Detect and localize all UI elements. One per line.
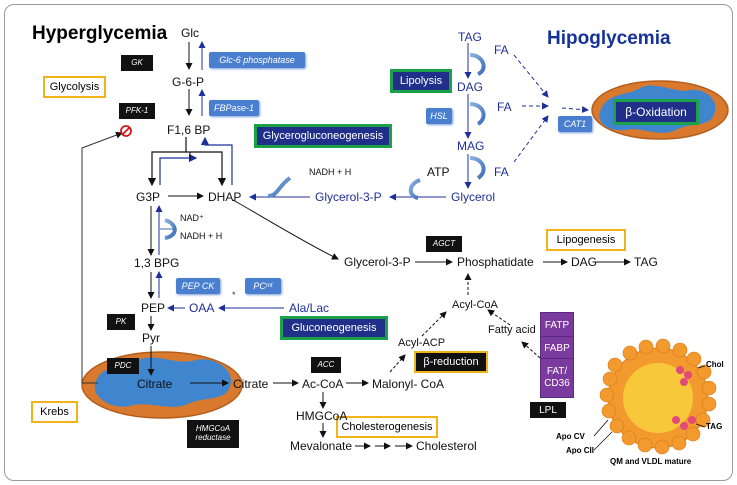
enzyme-pdc: PDC xyxy=(107,358,139,374)
metabolite-fa-3: FA xyxy=(494,165,509,179)
enzyme-agct: AGCT xyxy=(426,236,462,252)
metabolite-tag: TAG xyxy=(634,255,658,269)
enzyme-gk: GK xyxy=(121,55,153,71)
enzyme-pk: PK xyxy=(107,314,135,330)
hipoglycemia-title: Hipoglycemia xyxy=(547,28,671,49)
metabolite-mag: MAG xyxy=(457,139,485,153)
metabolite-citrate: Citrate xyxy=(233,377,269,391)
metabolite-tag-top: TAG xyxy=(458,30,482,44)
metabolite-phosphatidate: Phosphatidate xyxy=(457,255,534,269)
transporter-fat-cd36: FAT/ CD36 xyxy=(540,358,574,398)
gluconeogenesis-label: Gluconeogenesis xyxy=(280,316,388,340)
lipolysis-label: Lipolysis xyxy=(390,69,452,93)
metabolite-hmgcoa: HMGCoA xyxy=(296,409,348,423)
krebs-label: Krebs xyxy=(31,401,78,423)
metabolite-pep: PEP xyxy=(141,301,166,315)
metabolite-glycerol3p: Glycerol-3-P xyxy=(344,255,411,269)
enzyme-pep-ck: PEP CK xyxy=(176,278,220,294)
metabolite-nadh-2: NADH + H xyxy=(180,231,223,241)
transporter-fabp: FABP xyxy=(540,336,574,360)
metabolite-pyr: Pyr xyxy=(142,331,160,345)
metabolite-g3p: G3P xyxy=(136,190,161,204)
metabolite-g6p: G-6-P xyxy=(172,75,205,89)
glycolysis-label: Glycolysis xyxy=(43,76,106,98)
metabolite-glycerol: Glycerol xyxy=(451,190,496,204)
metabolite-f16bp: F1,6 BP xyxy=(167,123,211,137)
metabolite-atp: ATP xyxy=(427,165,450,179)
metabolite-glycerol3p-blue: Glycerol-3-P xyxy=(315,190,382,204)
metabolite-malonyl-coa: Malonyl- CoA xyxy=(372,377,445,391)
label-qm-vldl: QM and VLDL mature xyxy=(610,457,692,466)
metabolite-dag-top: DAG xyxy=(457,80,484,94)
metabolite-dag: DAG xyxy=(571,255,598,269)
metabolite-13bpg: 1,3 BPG xyxy=(134,256,180,270)
enzyme-pfk1: PFK-1 xyxy=(119,103,155,119)
metabolite-fatty-acid: Fatty acid xyxy=(488,324,536,336)
enzyme-cat1: CAT1 xyxy=(558,116,592,132)
enzyme-lpl: LPL xyxy=(530,402,566,418)
label-chol: Chol xyxy=(706,360,724,369)
hyperglycemia-title: Hyperglycemia xyxy=(32,23,168,44)
label-apo-cii: Apo CII xyxy=(566,446,594,455)
metabolite-nadh-1: NADH + H xyxy=(309,167,352,177)
enzyme-fbpase1: FBPase-1 xyxy=(209,100,259,116)
label-apo-cv: Apo CV xyxy=(556,432,585,441)
glycerogluconeogenesis-label: Glycerogluconeogenesis xyxy=(254,124,392,148)
metabolite-fa-2: FA xyxy=(497,100,512,114)
beta-reduction-label: β-reduction xyxy=(414,351,488,373)
marker-star: * xyxy=(232,290,236,300)
metabolite-cholesterol: Cholesterol xyxy=(416,439,477,453)
beta-oxidation-label: β-Oxidation xyxy=(613,99,699,125)
metabolite-glc: Glc xyxy=(181,26,199,40)
metabolite-ala-lac: Ala/Lac xyxy=(289,301,330,315)
transporter-fatp: FATP xyxy=(540,312,574,338)
metabolite-acyl-coa: Acyl-CoA xyxy=(452,299,498,311)
metabolite-fa-1: FA xyxy=(494,43,509,57)
label-tag-particle: TAG xyxy=(706,422,723,431)
metabolite-acetyl-coa: Ac-CoA xyxy=(302,377,344,391)
lipogenesis-label: Lipogenesis xyxy=(546,229,626,251)
enzyme-hsl: HSL xyxy=(426,108,452,124)
metabolite-acyl-acp: Acyl-ACP xyxy=(398,337,446,349)
metabolite-mevalonate: Mevalonate xyxy=(290,439,353,453)
metabolite-oaa: OAA xyxy=(189,301,215,315)
lipoprotein-particle xyxy=(593,338,717,455)
enzyme-acc: ACC xyxy=(311,357,341,373)
cholesterogenesis-label: Cholesterogenesis xyxy=(336,416,438,438)
enzyme-glc6-phosphatase: Glc-6 phosphatase xyxy=(209,52,305,68)
enzyme-hmgcoa-reductase: HMGCoA reductase xyxy=(187,420,239,448)
metabolite-dhap: DHAP xyxy=(208,190,242,204)
metabolite-nad: NAD⁺ xyxy=(180,213,204,223)
metabolite-citrate-mito: Citrate xyxy=(137,377,173,391)
